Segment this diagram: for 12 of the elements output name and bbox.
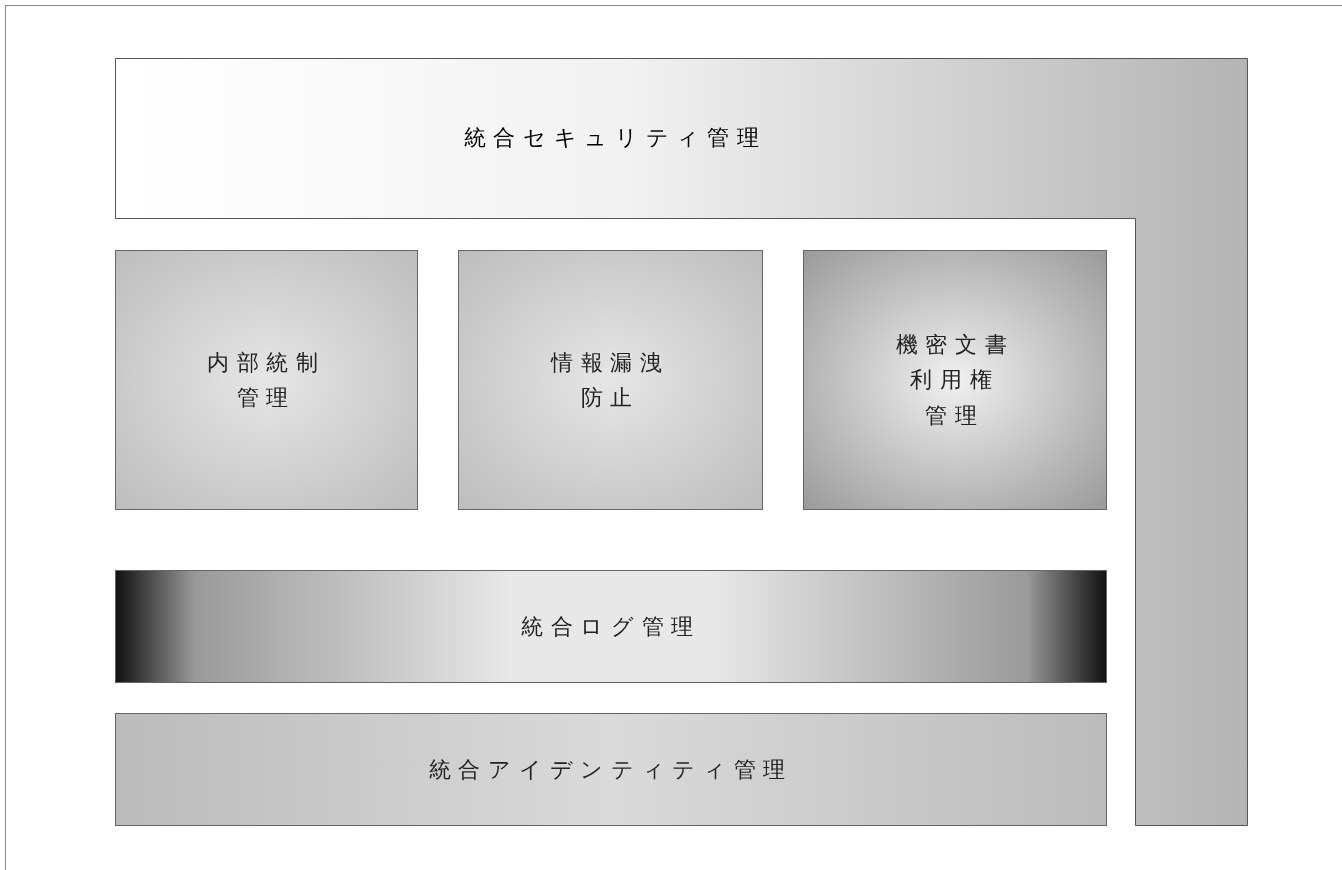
l-shaped-band <box>115 58 1248 826</box>
layer-bar <box>115 713 1107 826</box>
box-label: 内部統制管理 <box>207 348 326 412</box>
function-box <box>115 250 418 510</box>
box-label: 情報漏洩防止 <box>551 348 670 412</box>
box-label: 機密文書利用権管理 <box>895 331 1015 430</box>
box-label: 統合ログ管理 <box>520 612 702 641</box>
box-label: 統合アイデンティティ管理 <box>428 755 794 784</box>
band-title: 統合セキュリティ管理 <box>463 124 767 153</box>
layer-bar <box>115 570 1107 683</box>
function-box <box>803 250 1107 510</box>
function-box <box>458 250 763 510</box>
